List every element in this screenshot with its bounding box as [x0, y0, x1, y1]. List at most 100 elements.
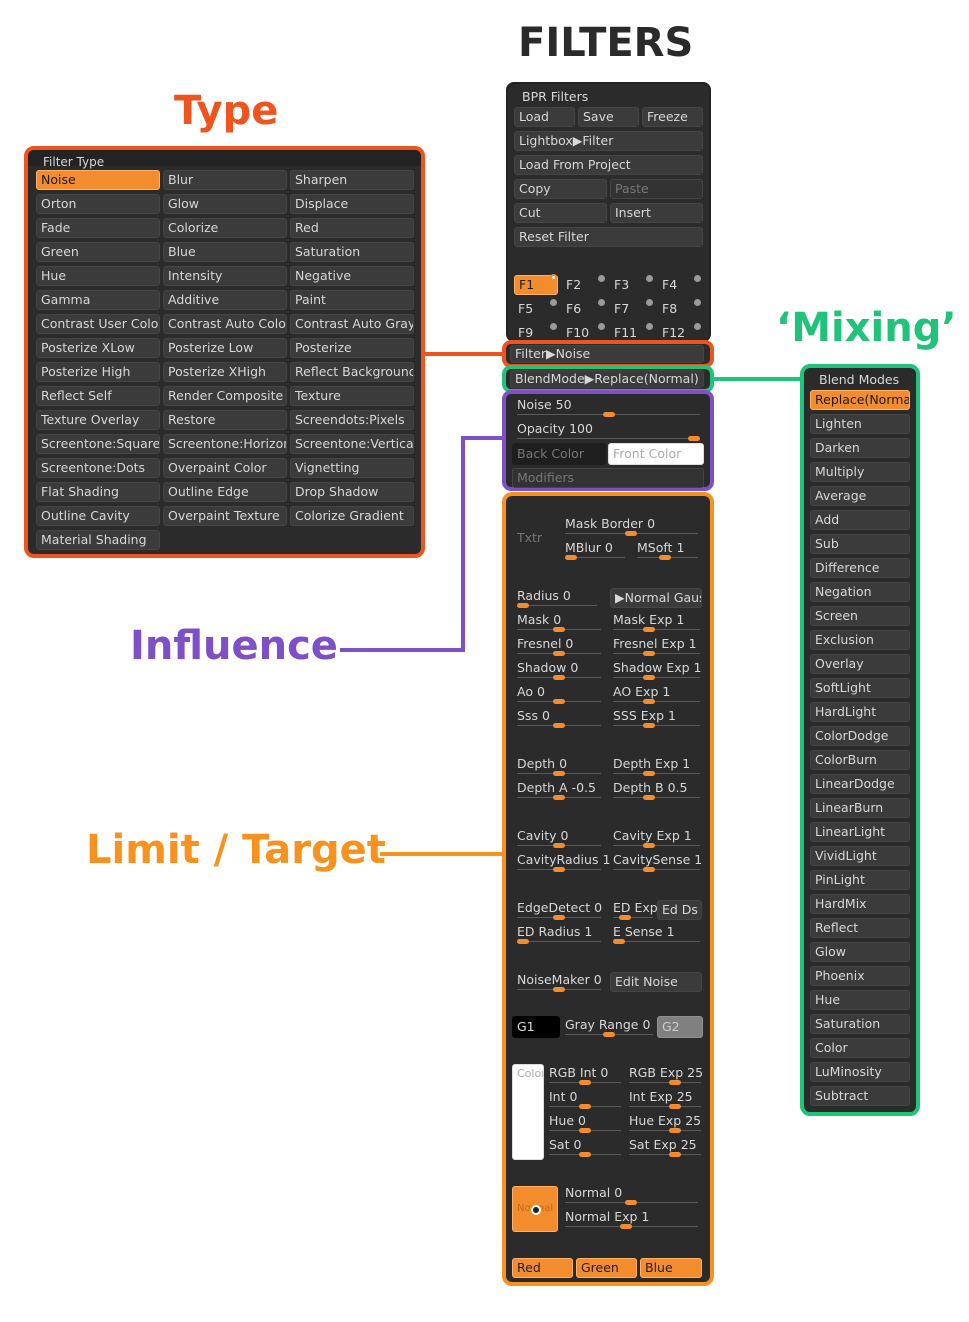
cavity-knob[interactable] [553, 843, 565, 848]
hue-knob[interactable] [579, 1128, 591, 1133]
filter-type-screentone-dots[interactable]: Screentone:Dots [36, 458, 160, 478]
sat-exp-knob[interactable] [669, 1152, 681, 1157]
ed-exp-track[interactable] [613, 917, 653, 918]
slot-f4[interactable]: F4 [662, 277, 678, 292]
blend-mode-hardlight[interactable]: HardLight [810, 702, 910, 722]
filter-type-posterize-high[interactable]: Posterize High [36, 362, 160, 382]
blend-mode-negation[interactable]: Negation [810, 582, 910, 602]
ed-ds-button[interactable]: Ed Ds [657, 900, 702, 920]
mask-exp-knob[interactable] [643, 627, 655, 632]
slot-f9[interactable]: F9 [518, 325, 534, 340]
radius-knob[interactable] [517, 603, 529, 608]
blend-mode-replace-normal[interactable]: Replace(Normal) [810, 390, 910, 410]
insert-button[interactable]: Insert [610, 203, 703, 223]
blend-mode-colorburn[interactable]: ColorBurn [810, 750, 910, 770]
fresnel-exp-track[interactable] [613, 653, 700, 654]
load-from-project-button[interactable]: Load From Project [514, 155, 703, 175]
shadow-knob[interactable] [553, 675, 565, 680]
filter-type-outline-edge[interactable]: Outline Edge [163, 482, 287, 502]
filter-type-restore[interactable]: Restore [163, 410, 287, 430]
gray-range-knob[interactable] [603, 1032, 615, 1037]
filter-type-screentone-horizontal[interactable]: Screentone:Horizontal [163, 434, 287, 454]
blend-mode-color[interactable]: Color [810, 1038, 910, 1058]
e-sense-track[interactable] [613, 941, 700, 942]
reset-filter-button[interactable]: Reset Filter [514, 227, 703, 247]
int-exp-track[interactable] [629, 1106, 701, 1107]
blend-mode-pinlight[interactable]: PinLight [810, 870, 910, 890]
edge-detect-knob[interactable] [553, 915, 565, 920]
cavity-radius-knob[interactable] [553, 867, 565, 872]
blend-mode-lighten[interactable]: Lighten [810, 414, 910, 434]
blend-mode-glow[interactable]: Glow [810, 942, 910, 962]
g1-swatch[interactable]: G1 [512, 1016, 560, 1038]
blend-mode-multiply[interactable]: Multiply [810, 462, 910, 482]
filter-type-red[interactable]: Red [290, 218, 414, 238]
slot-f10[interactable]: F10 [566, 325, 590, 340]
filter-type-outline-cavity[interactable]: Outline Cavity [36, 506, 160, 526]
filter-noise-button[interactable]: Filter▶Noise [510, 345, 704, 363]
slot-f5[interactable]: F5 [518, 301, 534, 316]
mask-border-knob[interactable] [625, 531, 637, 536]
filter-type-texture-overlay[interactable]: Texture Overlay [36, 410, 160, 430]
back-color-swatch[interactable]: Back Color [512, 443, 606, 465]
g2-swatch[interactable]: G2 [657, 1016, 703, 1038]
blend-mode-vividlight[interactable]: VividLight [810, 846, 910, 866]
filter-type-posterize-low[interactable]: Posterize Low [163, 338, 287, 358]
filter-type-green[interactable]: Green [36, 242, 160, 262]
filter-type-additive[interactable]: Additive [163, 290, 287, 310]
filter-type-reflect-background[interactable]: Reflect Background [290, 362, 414, 382]
opacity-slider-knob[interactable] [688, 436, 700, 441]
blend-mode-screen[interactable]: Screen [810, 606, 910, 626]
fresnel-knob[interactable] [553, 651, 565, 656]
radius-track[interactable] [517, 605, 597, 606]
blend-mode-linearburn[interactable]: LinearBurn [810, 798, 910, 818]
filter-type-overpaint-color[interactable]: Overpaint Color [163, 458, 287, 478]
blend-mode-average[interactable]: Average [810, 486, 910, 506]
blendmode-button[interactable]: BlendMode▶Replace(Normal) [510, 370, 704, 388]
rgb-int-knob[interactable] [579, 1080, 591, 1085]
noise-slider-knob[interactable] [602, 412, 615, 417]
filter-type-screentone-vertical[interactable]: Screentone:Vertical [290, 434, 414, 454]
slot-f8[interactable]: F8 [662, 301, 678, 316]
slot-f6[interactable]: F6 [566, 301, 582, 316]
filter-type-overpaint-texture[interactable]: Overpaint Texture [163, 506, 287, 526]
slot-f7[interactable]: F7 [614, 301, 630, 316]
filter-type-intensity[interactable]: Intensity [163, 266, 287, 286]
filter-type-flat-shading[interactable]: Flat Shading [36, 482, 160, 502]
filter-type-hue[interactable]: Hue [36, 266, 160, 286]
depth-exp-track[interactable] [613, 773, 700, 774]
filter-type-texture[interactable]: Texture [290, 386, 414, 406]
filter-type-posterize[interactable]: Posterize [290, 338, 414, 358]
mblur-track[interactable] [565, 557, 625, 558]
depth-b-knob[interactable] [643, 795, 655, 800]
filter-type-blue[interactable]: Blue [163, 242, 287, 262]
normal-knob[interactable] [625, 1200, 637, 1205]
opacity-slider-track[interactable] [517, 438, 700, 439]
blend-mode-hue[interactable]: Hue [810, 990, 910, 1010]
green-button[interactable]: Green [576, 1258, 637, 1278]
filter-type-gamma[interactable]: Gamma [36, 290, 160, 310]
copy-button[interactable]: Copy [514, 179, 607, 199]
load-button[interactable]: Load [514, 107, 575, 127]
filter-type-render-composite[interactable]: Render Composite [163, 386, 287, 406]
ed-exp-knob[interactable] [619, 915, 631, 920]
filter-type-orton[interactable]: Orton [36, 194, 160, 214]
noise-maker-knob[interactable] [553, 987, 565, 992]
filter-type-contrast-auto-color[interactable]: Contrast Auto Color [163, 314, 287, 334]
shadow-exp-track[interactable] [613, 677, 700, 678]
paste-button[interactable]: Paste [610, 179, 703, 199]
filter-type-paint[interactable]: Paint [290, 290, 414, 310]
int-exp-knob[interactable] [669, 1104, 681, 1109]
blend-mode-reflect[interactable]: Reflect [810, 918, 910, 938]
slot-f2[interactable]: F2 [566, 277, 582, 292]
filter-type-glow[interactable]: Glow [163, 194, 287, 214]
slot-f1[interactable]: F1 [514, 275, 558, 295]
filter-type-screentone-square[interactable]: Screentone:Square [36, 434, 160, 454]
red-button[interactable]: Red [512, 1258, 573, 1278]
ed-radius-track[interactable] [517, 941, 601, 942]
blend-mode-difference[interactable]: Difference [810, 558, 910, 578]
shadow-exp-knob[interactable] [643, 675, 655, 680]
blend-mode-linearlight[interactable]: LinearLight [810, 822, 910, 842]
blend-mode-subtract[interactable]: Subtract [810, 1086, 910, 1106]
slot-f12[interactable]: F12 [662, 325, 686, 340]
